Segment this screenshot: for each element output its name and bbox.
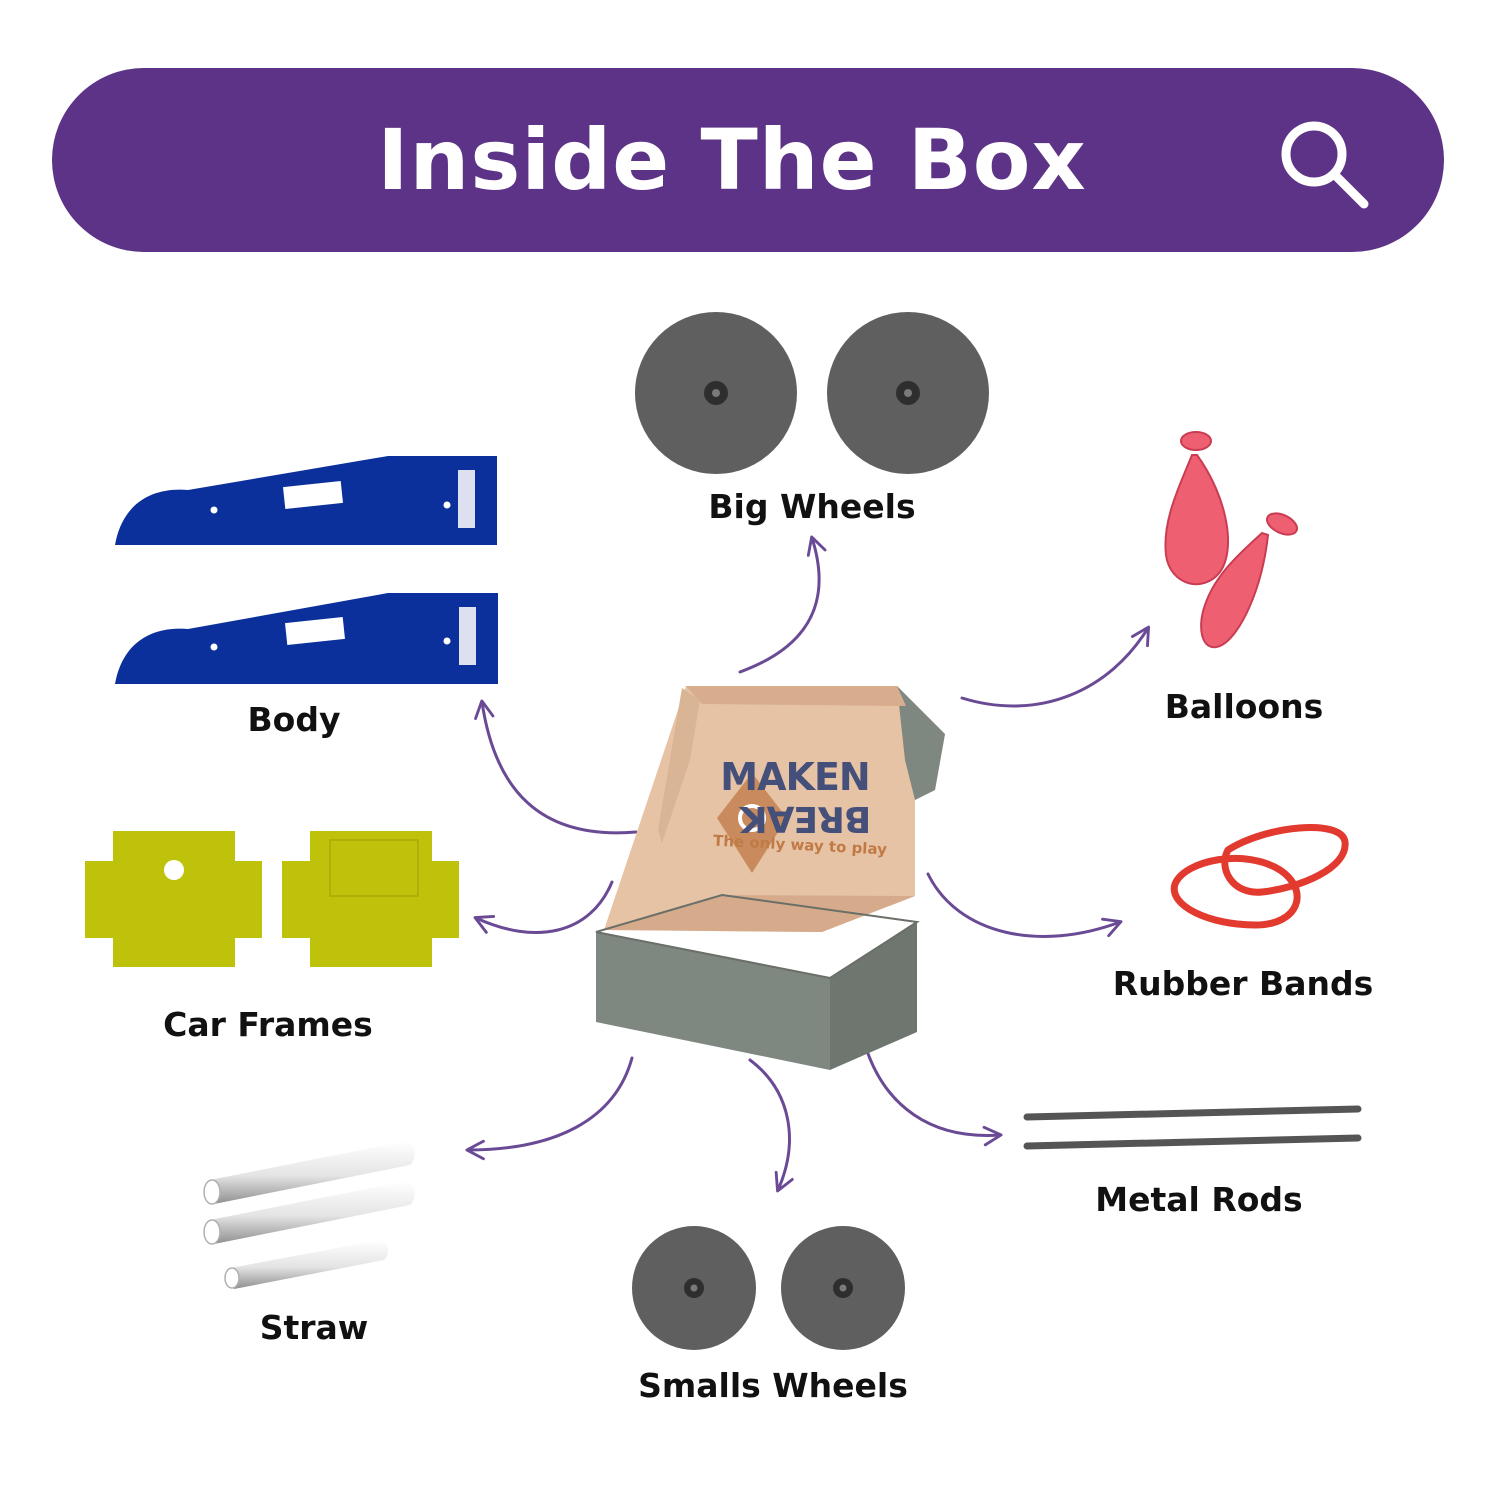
arrow-to-body [474,699,638,835]
label-car-frames: Car Frames [163,1005,373,1044]
car-frames-icon [85,831,459,967]
arrow-to-big-wheels [738,535,827,674]
arrow-to-car-frames [473,880,614,934]
rubber-bands-icon [1170,824,1349,929]
metal-rods-icon [1023,1105,1362,1150]
label-balloons: Balloons [1164,687,1324,726]
box-logo-bottom: BREAK [739,798,872,839]
box-logo-top: MAKEN [720,755,869,799]
page-title: Inside The Box [377,111,1087,209]
arrow-to-rubber-bands [926,872,1123,938]
arrow-to-metal-rods [864,1046,1003,1147]
box-icon: MAKEN BREAK The only way to play [595,686,945,1070]
label-metal-rods: Metal Rods [1095,1180,1303,1219]
header-banner: Inside The Box [52,68,1444,252]
straw-icon [203,1141,415,1289]
label-rubber-bands: Rubber Bands [1112,964,1374,1003]
label-big-wheels: Big Wheels [708,487,916,526]
body-parts-icon [115,456,498,684]
search-icon[interactable] [1274,114,1374,214]
arrow-to-straw [465,1056,634,1161]
arrows [465,535,1151,1193]
arrow-to-small-wheels [748,1058,794,1193]
arrow-to-balloons [960,625,1151,708]
label-body: Body [247,700,341,739]
small-wheels-icon [632,1226,905,1350]
label-small-wheels: Smalls Wheels [638,1366,908,1405]
big-wheels-icon [635,312,989,474]
balloons-icon [1164,431,1298,649]
label-straw: Straw [259,1308,369,1347]
